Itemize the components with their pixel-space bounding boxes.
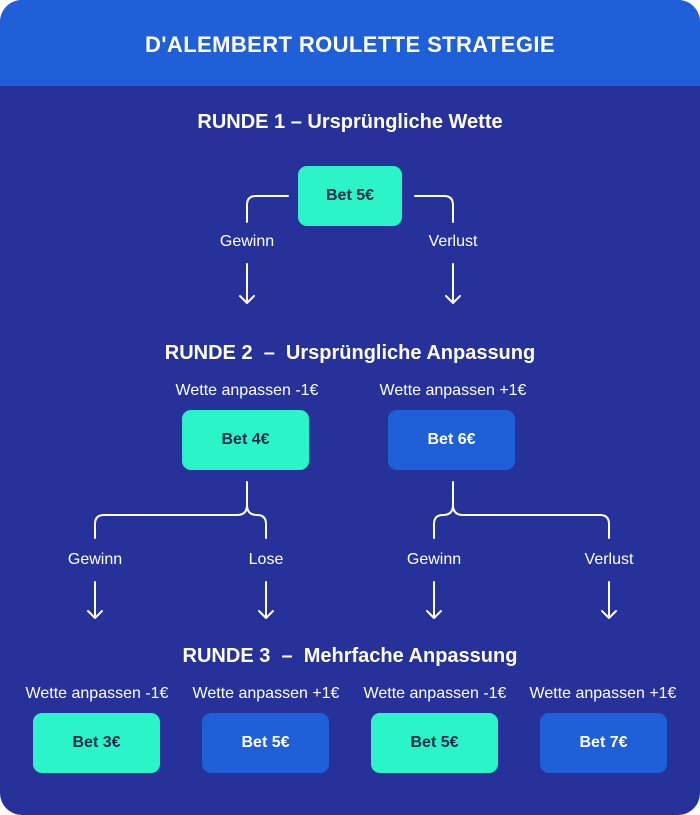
round3-bet-3: Bet 5€ — [371, 713, 498, 773]
round3-title: RUNDE 3 – Mehrfache Anpassung — [182, 645, 518, 667]
round3-bet-1: Bet 3€ — [33, 713, 160, 773]
round2-outcome-3: Gewinn — [406, 551, 462, 568]
r1-right-connector — [414, 195, 454, 223]
round3-adjust-4: Wette anpassen +1€ — [529, 685, 677, 702]
round2-left-bet: Bet 4€ — [182, 410, 309, 470]
round3-bet-2: Bet 5€ — [202, 713, 329, 773]
round3-adjust-1: Wette anpassen -1€ — [25, 685, 169, 702]
r2-arrow-4 — [601, 581, 617, 619]
r1-right-arrow — [445, 263, 461, 304]
r1-left-arrow — [239, 263, 255, 304]
round3-adjust-3: Wette anpassen -1€ — [363, 685, 507, 702]
r2-arrow-1 — [87, 581, 103, 619]
round2-outcome-4: Verlust — [584, 551, 634, 568]
round2-title: RUNDE 2 – Ursprüngliche Anpassung — [164, 342, 536, 364]
round3-adjust-2: Wette anpassen +1€ — [192, 685, 340, 702]
round1-title: RUNDE 1 – Ursprüngliche Wette — [197, 111, 503, 133]
round1-outcome-win: Gewinn — [219, 233, 275, 250]
r2-right-brace — [433, 481, 610, 539]
round1-bet: Bet 5€ — [298, 166, 402, 226]
round2-outcome-1: Gewinn — [67, 551, 123, 568]
r2-arrow-3 — [426, 581, 442, 619]
round2-outcome-2: Lose — [248, 551, 284, 568]
round2-right-bet: Bet 6€ — [388, 410, 515, 470]
r2-left-brace — [94, 481, 267, 539]
header-bar: D'ALEMBERT ROULETTE STRATEGIE — [0, 0, 700, 86]
round3-bet-4: Bet 7€ — [540, 713, 667, 773]
round1-outcome-loss: Verlust — [428, 233, 478, 250]
r1-left-connector — [246, 195, 289, 223]
round2-right-adjust: Wette anpassen +1€ — [379, 382, 527, 399]
page-title: D'ALEMBERT ROULETTE STRATEGIE — [145, 32, 555, 57]
r2-arrow-2 — [258, 581, 274, 619]
round2-left-adjust: Wette anpassen -1€ — [175, 382, 319, 399]
